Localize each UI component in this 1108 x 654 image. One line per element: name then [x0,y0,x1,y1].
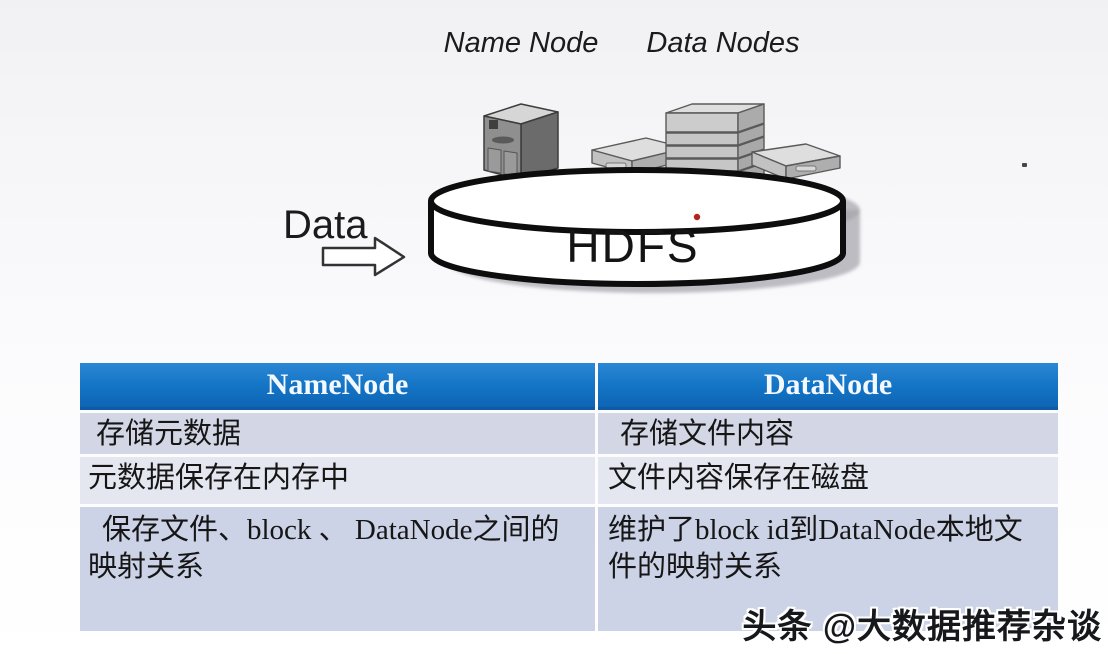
header-label: NameNode [266,368,409,401]
hdfs-diagram: HDFS Name Node Data Nodes Data [283,27,860,293]
table-header-datanode: DataNode [598,363,1058,410]
table-cell: 文件内容保存在磁盘 [598,457,1058,504]
cell-line: 元数据保存在内存中 [88,462,350,494]
cell-line: 存储文件内容 [620,418,795,450]
cell-line: 文件内容保存在磁盘 [608,462,870,494]
cell-line: 保存文件、block 、 DataNode之间的 [102,514,560,546]
cell-line: 存储元数据 [96,418,242,450]
data-arrow-icon [321,236,406,277]
hdfs-cylinder [428,167,846,287]
data-nodes-label: Data Nodes [646,27,799,59]
name-node-label: Name Node [444,27,599,59]
data-flow-label: Data [283,203,368,247]
namenode-datanode-table: NameNode DataNode 存储元数据 存储文件内容 元数据保存在内存中… [80,363,1058,631]
toutiao-watermark: 头条 @大数据推荐杂谈 [742,608,1102,646]
table-header-namenode: NameNode [80,363,595,410]
cell-line: 维护了block id到DataNode本地文 [608,514,1023,546]
header-label: DataNode [763,368,893,401]
table-cell: 维护了block id到DataNode本地文 件的映射关系 [598,507,1058,631]
cell-line: 映射关系 [88,551,205,583]
red-dot-mark [693,213,701,221]
table-cell: 存储文件内容 [598,413,1058,454]
cell-line: 件的映射关系 [608,551,783,583]
table-cell: 存储元数据 [80,413,595,454]
table-cell: 保存文件、block 、 DataNode之间的 映射关系 [80,507,595,631]
artifact-dot [1022,163,1027,167]
name-node-server-icon [483,103,559,181]
table-cell: 元数据保存在内存中 [80,457,595,504]
hdfs-label: HDFS [566,220,699,272]
